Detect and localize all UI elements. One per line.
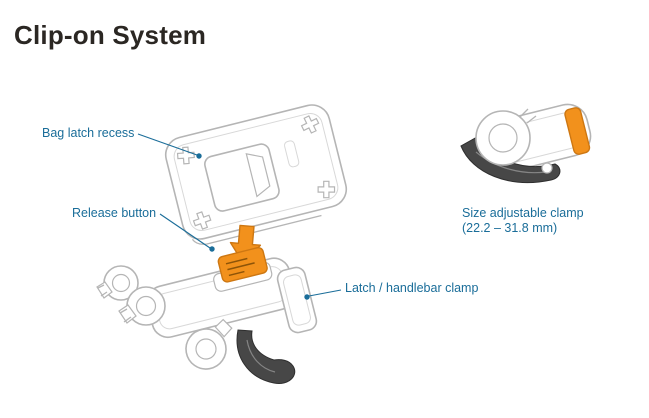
plate-slot: [284, 140, 300, 168]
mount-plate-inner-edge: [173, 112, 339, 232]
leader-line-latch-clamp: [308, 289, 342, 297]
size-clamp-orange-wedge: [564, 107, 591, 155]
leader-dot: [209, 246, 215, 252]
clamp-lug: [118, 304, 137, 324]
release-button-illustration: [217, 246, 268, 283]
clamp-lug: [214, 318, 233, 338]
latch-handlebar-clamp-plate: [276, 266, 318, 334]
mount-plate-thickness-line: [191, 214, 322, 245]
leader-line-release-button: [159, 213, 211, 249]
label-size-adjustable-clamp: Size adjustable clamp (22.2 – 31.8 mm): [462, 206, 584, 236]
leader-dot: [304, 294, 310, 300]
label-latch-handlebar-clamp: Latch / handlebar clamp: [345, 281, 479, 295]
mount-plate-illustration: [164, 104, 348, 245]
size-clamp-lever-highlight: [475, 151, 547, 174]
page-title: Clip-on System: [14, 20, 207, 50]
release-button-marks: [225, 257, 255, 277]
size-clamp-illustration: [460, 103, 592, 184]
size-clamp-slit: [519, 108, 537, 124]
size-clamp-ring-inner: [488, 123, 518, 153]
leader-lines: [137, 133, 342, 300]
clamp-assembly-illustration: [96, 246, 318, 384]
latch-recess-tab: [245, 153, 271, 198]
clamp-lever: [236, 329, 296, 384]
leader-line-bag-latch-recess: [137, 133, 198, 156]
leader-dot: [196, 153, 202, 159]
label-bag-latch-recess: Bag latch recess: [42, 126, 135, 140]
pivot-screw-icon: [541, 162, 553, 174]
label-size-adjustable-clamp-text: Size adjustable clamp: [462, 206, 584, 220]
clamp-lever-highlight: [246, 339, 276, 373]
handlebar-ring-clamp: [118, 286, 166, 326]
handlebar-ring-clamp: [96, 265, 139, 301]
lower-ring-clamp: [185, 318, 233, 370]
label-release-button: Release button: [72, 206, 157, 220]
label-size-adjustable-clamp-range: (22.2 – 31.8 mm): [462, 221, 558, 235]
